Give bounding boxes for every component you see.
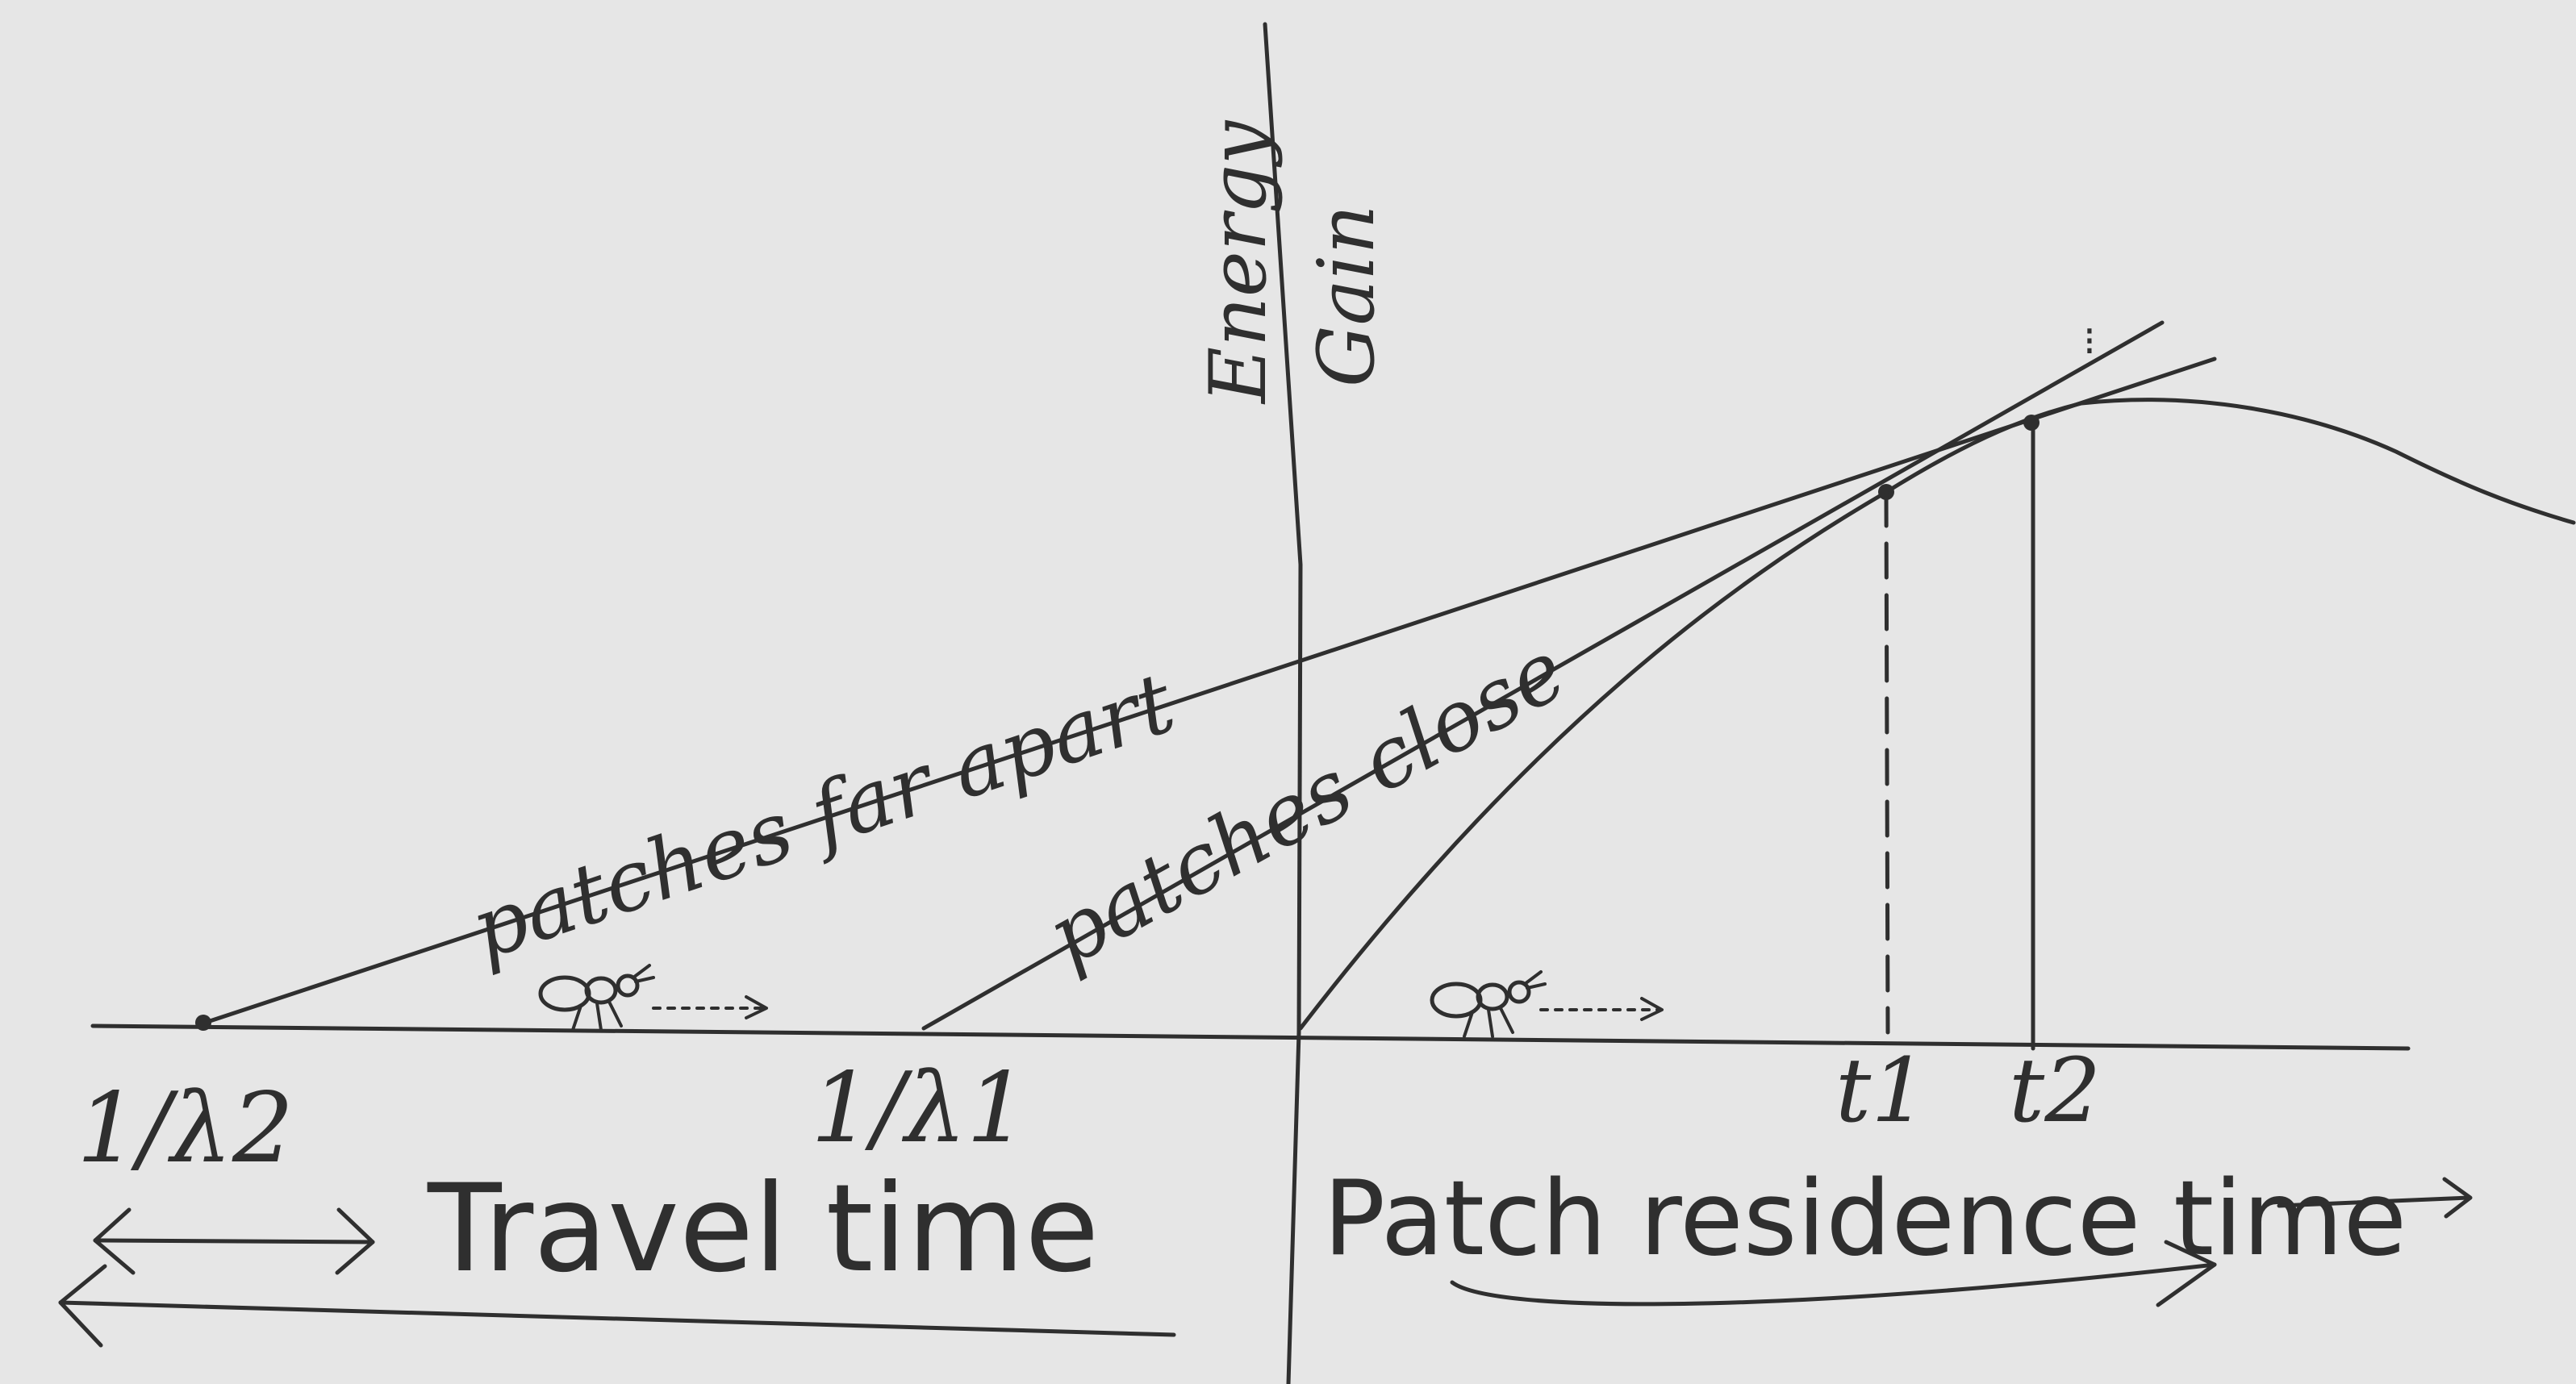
axis-title-travel-time: Travel time [427,1159,1099,1299]
tangent-line-close [921,320,2165,1031]
ant-arrow-right [1640,997,1664,1021]
ant-arrow-left [745,995,768,1019]
y-axis-label-energy: Energy [1193,119,1284,405]
ant-icon [1430,970,1547,1038]
y-axis-label-gain: Gain [1301,205,1392,387]
axis-title-patch-residence-time: Patch residence time [1323,1159,2407,1279]
x-axis [90,1023,2411,1051]
tick-label-t2: t2 [2009,1039,2101,1142]
tick-label-t1: t1 [1835,1039,1927,1142]
drop-line-t1 [1884,490,1890,1035]
travel-time-long-arrow [58,1264,1176,1348]
stray-mark: ⁝ [2083,318,2096,365]
residence-time-arrow-short [2277,1177,2473,1219]
travel-time-double-arrow [93,1207,375,1275]
tangent-line-far [198,356,2217,1027]
point-lambda2 [195,1015,211,1031]
y-axis-label: Energy Gain [1193,119,1392,405]
tick-label-lambda2: 1/λ2 [77,1073,294,1185]
tick-label-lambda1: 1/λ1 [811,1053,1028,1165]
residence-time-arrow-long [1450,1240,2217,1307]
ant-icon [538,964,655,1032]
y-axis [1263,22,1303,1384]
